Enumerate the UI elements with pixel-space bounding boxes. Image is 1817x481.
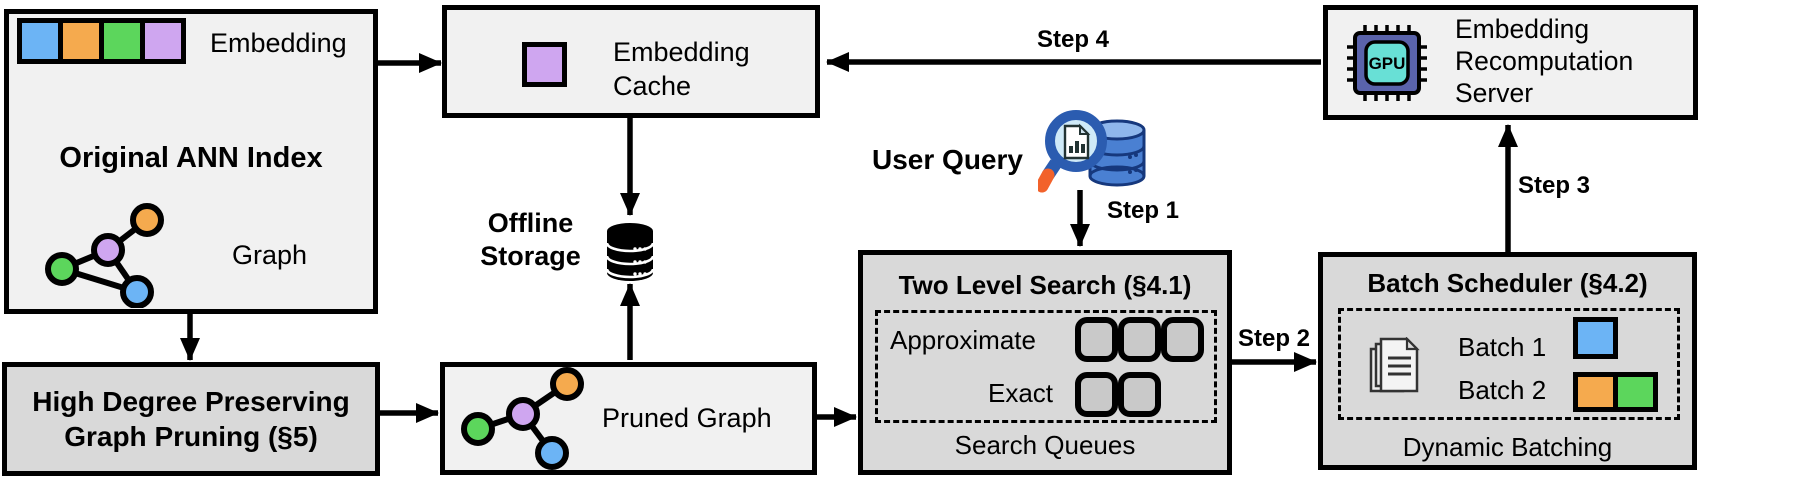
two-level-search-title: Two Level Search (§4.1) bbox=[898, 270, 1192, 300]
embedding-square-blue bbox=[22, 23, 58, 59]
offline-storage-line2: Storage bbox=[480, 241, 581, 271]
recomputation-server-box: GPU Embedding Recomputation Server bbox=[1323, 5, 1698, 120]
queue-slot bbox=[1075, 372, 1118, 417]
batch2-label: Batch 2 bbox=[1458, 375, 1547, 405]
step1-label: Step 1 bbox=[1107, 197, 1180, 224]
pruned-graph-label: Pruned Graph bbox=[602, 403, 772, 433]
user-query-icon bbox=[1038, 110, 1146, 193]
gpu-icon: GPU bbox=[1347, 25, 1427, 101]
offline-storage-line1: Offline bbox=[487, 208, 574, 238]
graph-pruning-box: High Degree Preserving Graph Pruning (§5… bbox=[2, 362, 380, 476]
pruned-graph-icon bbox=[461, 367, 584, 470]
batch2-squares bbox=[1573, 372, 1658, 412]
step3-label: Step 3 bbox=[1518, 172, 1591, 199]
gpu-label: GPU bbox=[1369, 54, 1406, 73]
server-label-line3: Server bbox=[1455, 78, 1534, 108]
batch-scheduler-title: Batch Scheduler (§4.2) bbox=[1367, 268, 1648, 298]
pruning-title-line2: Graph Pruning (§5) bbox=[64, 421, 318, 452]
approximate-queue-slots bbox=[1075, 317, 1204, 362]
embedding-label: Embedding bbox=[210, 28, 347, 58]
batch1-square-blue bbox=[1573, 317, 1618, 359]
two-level-search-box: Two Level Search (§4.1) Approximate Exac… bbox=[858, 250, 1232, 475]
documents-icon bbox=[1369, 337, 1420, 393]
batch2-square-green bbox=[1613, 372, 1658, 412]
exact-label: Exact bbox=[988, 378, 1054, 408]
pruning-title-line1: High Degree Preserving bbox=[32, 386, 350, 417]
search-queues-dashed-box bbox=[875, 310, 1217, 423]
database-icon bbox=[605, 223, 655, 281]
embedding-square-purple bbox=[145, 23, 181, 59]
dynamic-batching-caption: Dynamic Batching bbox=[1402, 432, 1613, 462]
queue-slot bbox=[1161, 317, 1204, 362]
queue-slot bbox=[1118, 317, 1161, 362]
embedding-vector-icon bbox=[17, 18, 186, 64]
embedding-cache-box: Embedding Cache bbox=[442, 5, 820, 118]
batch-scheduler-box: Batch Scheduler (§4.2) Batch 1 Batch 2 D… bbox=[1318, 252, 1697, 470]
step4-label: Step 4 bbox=[1037, 26, 1110, 53]
original-ann-index-box: Embedding Original ANN Index Graph bbox=[4, 9, 378, 314]
batch1-label: Batch 1 bbox=[1458, 332, 1547, 362]
graph-icon bbox=[45, 203, 164, 308]
original-index-title: Original ANN Index bbox=[59, 142, 323, 174]
cache-label-line2: Cache bbox=[613, 71, 692, 101]
embedding-square-green bbox=[104, 23, 140, 59]
cache-label-line1: Embedding bbox=[613, 37, 750, 67]
server-label-line2: Recomputation bbox=[1455, 46, 1634, 76]
server-label-line1: Embedding bbox=[1455, 14, 1590, 44]
batch2-square-orange bbox=[1573, 372, 1618, 412]
queue-slot bbox=[1075, 317, 1118, 362]
user-query-label: User Query bbox=[872, 144, 1023, 175]
queue-slot bbox=[1118, 372, 1161, 417]
pruned-graph-box: Pruned Graph bbox=[440, 362, 817, 475]
exact-queue-slots bbox=[1075, 372, 1161, 417]
dynamic-batching-dashed-box bbox=[1338, 308, 1680, 420]
approximate-label: Approximate bbox=[890, 325, 1036, 355]
cached-embedding-square-icon bbox=[522, 42, 567, 87]
search-queues-caption: Search Queues bbox=[954, 430, 1136, 460]
embedding-square-orange bbox=[63, 23, 99, 59]
step2-label: Step 2 bbox=[1238, 325, 1311, 352]
graph-label: Graph bbox=[232, 240, 308, 270]
